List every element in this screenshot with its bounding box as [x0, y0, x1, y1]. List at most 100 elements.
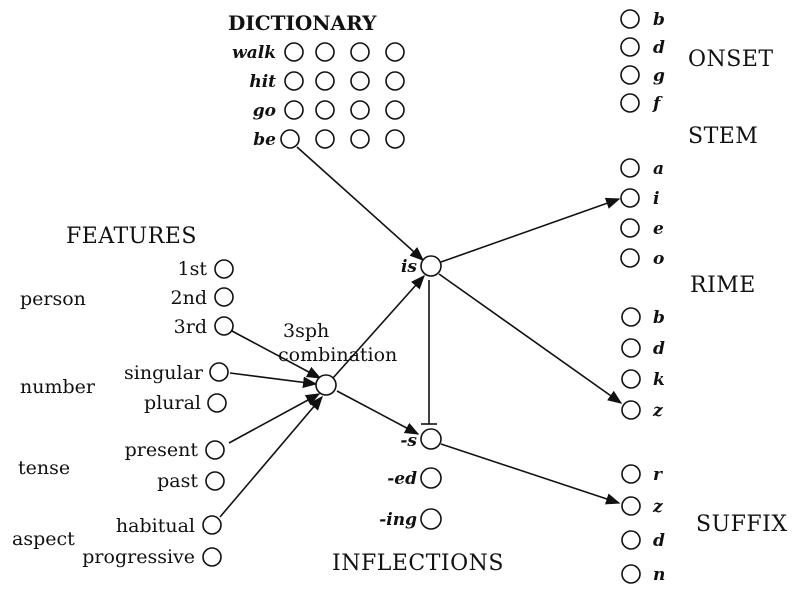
inflection-ed: -ed: [387, 469, 417, 489]
rime-node-z: [621, 400, 641, 420]
inflections-block: -s -ed -ing: [379, 428, 442, 530]
rime-node-k: [621, 369, 641, 389]
heading-stem: STEM: [688, 124, 758, 149]
edge-is-i: [440, 197, 621, 263]
onset-letter-b: b: [653, 10, 665, 30]
feature-group-aspect: aspect: [12, 528, 75, 550]
feature-node-progressive: [202, 547, 222, 567]
feature-3rd: 3rd: [174, 316, 207, 338]
dictionary-node: [350, 71, 370, 91]
inhibitory-edge-is-s: [421, 280, 437, 425]
combination-label-line1: 3sph: [283, 320, 329, 342]
edge-3rd-combination: [231, 330, 322, 379]
dictionary-node: [350, 129, 370, 149]
feature-node-plural: [207, 393, 227, 413]
combination-node-group: 3sph combination: [278, 320, 397, 396]
feature-group-number: number: [20, 376, 96, 398]
suffix-node-n: [621, 564, 641, 584]
suffix-block: r z d n: [621, 464, 665, 585]
rime-block: b d k z: [621, 307, 665, 421]
suffix-node-d: [621, 530, 641, 550]
feature-1st: 1st: [178, 258, 208, 280]
dictionary-node: [350, 100, 370, 120]
feature-past: past: [157, 470, 198, 492]
rime-node-d: [621, 338, 641, 358]
feature-node-habitual: [202, 515, 222, 535]
dictionary-node: [350, 42, 370, 62]
feature-plural: plural: [144, 392, 201, 414]
feature-node-past: [205, 471, 225, 491]
dictionary-word-be: be: [253, 130, 276, 150]
feature-node-singular: [209, 362, 229, 382]
onset-node-f: [620, 93, 640, 113]
suffix-letter-z: z: [652, 497, 663, 517]
dictionary-node: [385, 71, 405, 91]
dictionary-node: [315, 71, 335, 91]
dictionary-node: [315, 100, 335, 120]
onset-letter-g: g: [653, 66, 665, 86]
dictionary-node: [385, 42, 405, 62]
dictionary-node-grid: [280, 42, 405, 149]
onset-node-g: [620, 65, 640, 85]
feature-node-2nd: [214, 287, 234, 307]
feature-singular: singular: [124, 362, 204, 384]
suffix-letter-n: n: [653, 565, 665, 585]
heading-dictionary: DICTIONARY: [228, 11, 377, 35]
features-block: person number tense aspect 1st 2nd 3rd s…: [12, 258, 234, 568]
stem-letter-e: e: [653, 219, 664, 239]
onset-node-b: [620, 9, 640, 29]
edges: [219, 146, 623, 518]
edge-present-combination: [228, 393, 321, 444]
onset-letter-f: f: [652, 94, 663, 114]
dictionary-node: [385, 100, 405, 120]
feature-habitual: habitual: [116, 515, 195, 537]
stem-node-o: [620, 248, 640, 268]
rime-node-b: [621, 307, 641, 327]
heading-features: FEATURES: [66, 224, 197, 249]
feature-group-tense: tense: [18, 457, 70, 479]
feature-node-1st: [214, 259, 234, 279]
edge-habitual-combination: [219, 395, 323, 518]
stem-letter-a: a: [653, 159, 664, 179]
stem-node-e: [620, 218, 640, 238]
feature-2nd: 2nd: [171, 287, 208, 309]
rime-letter-d: d: [653, 339, 665, 359]
edge-combination-is: [332, 274, 425, 379]
edge-is-z: [438, 273, 623, 404]
heading-inflections: INFLECTIONS: [332, 551, 504, 576]
onset-block: b d g f: [620, 9, 665, 114]
dictionary-block: walk hit go be: [232, 42, 405, 150]
onset-letter-d: d: [653, 38, 665, 58]
is-node: [420, 255, 442, 277]
stem-letter-o: o: [653, 249, 664, 269]
dictionary-node: [284, 42, 304, 62]
dictionary-word-go: go: [253, 101, 276, 121]
dictionary-node-be: [280, 129, 300, 149]
feature-node-3rd: [214, 316, 234, 336]
stem-block: a i e o: [620, 158, 664, 269]
dictionary-word-walk: walk: [232, 43, 276, 63]
dictionary-node: [385, 129, 405, 149]
combination-label-line2: combination: [278, 344, 397, 366]
rime-letter-k: k: [653, 370, 665, 390]
suffix-node-z: [621, 496, 641, 516]
stem-node-i: [620, 188, 640, 208]
rime-letter-b: b: [653, 308, 665, 328]
heading-suffix: SUFFIX: [696, 512, 788, 537]
heading-rime: RIME: [690, 273, 756, 298]
dictionary-node: [315, 129, 335, 149]
edge-s-z: [440, 443, 621, 505]
feature-present: present: [125, 439, 199, 461]
dictionary-node: [315, 42, 335, 62]
suffix-letter-r: r: [653, 465, 663, 485]
edge-combination-s: [336, 390, 420, 435]
dictionary-word-hit: hit: [249, 72, 276, 92]
is-label: is: [401, 257, 417, 277]
edge-singular-combination: [229, 372, 318, 389]
suffix-letter-d: d: [653, 531, 665, 551]
is-node-group: is: [401, 255, 442, 277]
dictionary-node: [284, 100, 304, 120]
feature-node-present: [205, 440, 225, 460]
suffix-node-r: [621, 464, 641, 484]
